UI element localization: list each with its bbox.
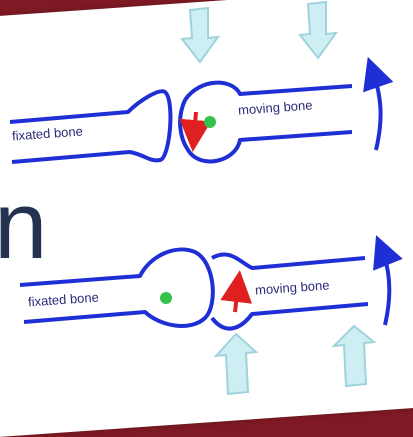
- rotation-arrow-icon: [382, 250, 389, 325]
- force-arrow-down-icon: [182, 8, 218, 62]
- rotation-arrow-icon: [373, 72, 381, 150]
- force-arrow-up-icon: [216, 334, 256, 394]
- force-arrow-down-icon: [300, 2, 336, 58]
- rotation-direction-arrow-icon: [194, 112, 196, 136]
- rotation-direction-arrow-icon: [235, 286, 238, 312]
- joint-diagram: [0, 0, 413, 398]
- force-arrow-up-icon: [334, 326, 374, 386]
- rotation-center-dot: [204, 116, 216, 128]
- fixated-bone-shape: [20, 249, 213, 325]
- rotation-center-dot: [160, 292, 172, 304]
- bottom-joint-diagram: [20, 249, 389, 394]
